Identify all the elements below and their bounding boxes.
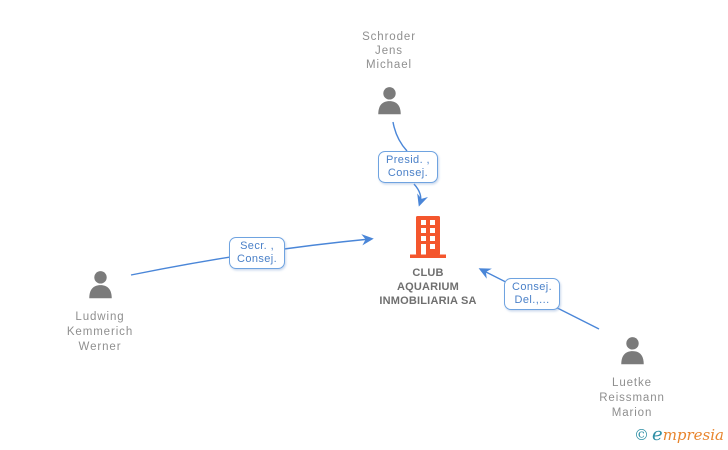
node-person-luetke[interactable]: Luetke Reissmann Marion bbox=[562, 335, 702, 421]
company-name-line: AQUARIUM bbox=[396, 281, 460, 293]
edge-label-line: Consej. bbox=[512, 281, 553, 293]
person-name-line: Schroder bbox=[362, 31, 416, 43]
edge-label-president: Presid. , Consej. bbox=[378, 151, 438, 183]
person-name-line: Jens bbox=[375, 45, 403, 57]
edge-label-consejero: Consej. Del.,... bbox=[504, 278, 561, 310]
empresia-logo-text: mpresia bbox=[662, 426, 724, 444]
edge-top-to-label bbox=[392, 121, 408, 152]
building-icon bbox=[409, 216, 447, 263]
person-name-line: Reissmann bbox=[599, 392, 665, 404]
person-icon bbox=[85, 269, 116, 305]
edge-label-line: Consej. bbox=[387, 167, 429, 179]
edge-label-line: Del.,... bbox=[514, 294, 550, 306]
person-name-line: Luetke bbox=[612, 377, 652, 389]
person-name: Ludwing Kemmerich Werner bbox=[67, 310, 133, 355]
person-name-line: Michael bbox=[366, 59, 412, 71]
node-company[interactable]: CLUB AQUARIUM INMOBILIARIA SA bbox=[348, 216, 508, 308]
person-name-line: Kemmerich bbox=[66, 326, 134, 338]
empresia-logo-e: e bbox=[652, 424, 663, 445]
edge-label-line: Consej. bbox=[237, 253, 278, 265]
company-name: CLUB AQUARIUM INMOBILIARIA SA bbox=[379, 266, 476, 308]
copyright-icon: © bbox=[634, 426, 650, 444]
edge-label-to-company bbox=[413, 183, 428, 207]
person-name-line: Werner bbox=[78, 341, 122, 353]
person-name-line: Marion bbox=[611, 407, 653, 419]
person-icon bbox=[374, 85, 405, 121]
edge-label-line: Presid. , bbox=[386, 154, 430, 166]
company-name-line: CLUB bbox=[412, 267, 444, 279]
edge-label-secretary: Secr. , Consej. bbox=[229, 237, 286, 269]
node-person-schroder[interactable]: Schroder Jens Michael bbox=[321, 30, 457, 121]
empresia-logo[interactable]: ©empresia bbox=[634, 424, 724, 445]
node-person-ludwing[interactable]: Ludwing Kemmerich Werner bbox=[30, 269, 170, 355]
company-name-line: INMOBILIARIA SA bbox=[379, 295, 477, 307]
edge-label-line: Secr. , bbox=[240, 240, 275, 252]
person-name: Luetke Reissmann Marion bbox=[599, 376, 665, 421]
person-name: Schroder Jens Michael bbox=[362, 30, 416, 72]
person-name-line: Ludwing bbox=[75, 311, 125, 323]
person-icon bbox=[617, 335, 648, 371]
